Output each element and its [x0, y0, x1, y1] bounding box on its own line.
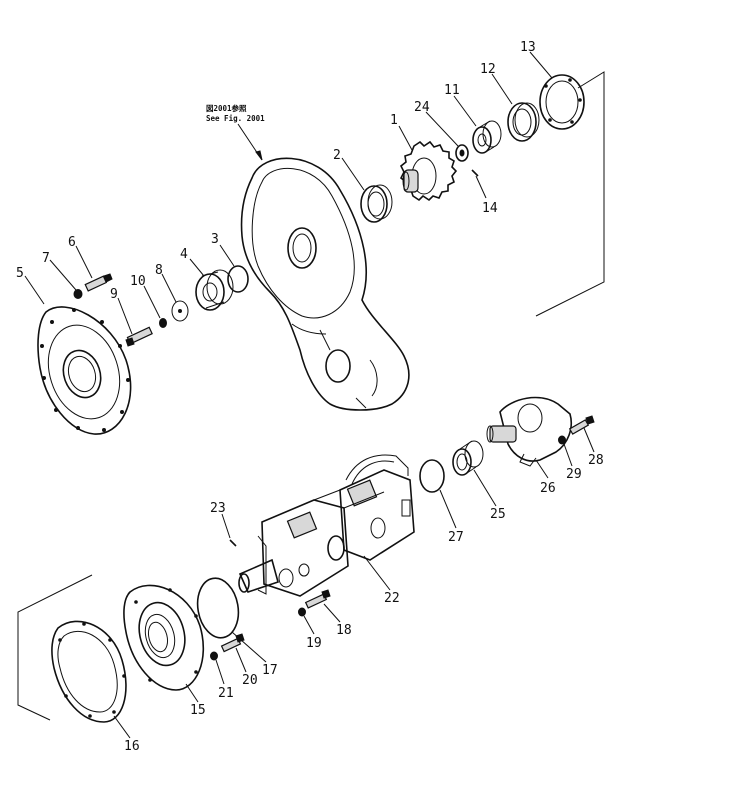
gear-1: [399, 140, 458, 202]
reference-note-line1: 図2001参照: [206, 103, 247, 113]
tandem-pump-22: [238, 454, 415, 597]
callout-15: 15: [190, 703, 206, 718]
o-ring-27: [419, 459, 445, 493]
flange-15: [123, 584, 205, 691]
callout-5: 5: [16, 266, 24, 281]
bolt-18: [304, 589, 331, 609]
callout-2: 2: [333, 148, 341, 163]
washer-29: [558, 435, 566, 445]
callout-17: 17: [262, 663, 278, 678]
callout-16: 16: [124, 739, 140, 754]
gasket-16: [51, 620, 127, 723]
callout-18: 18: [336, 623, 352, 638]
pin-14: [471, 169, 479, 177]
bolt-9: [125, 326, 153, 347]
callout-8: 8: [155, 263, 163, 278]
callout-27: 27: [448, 530, 464, 545]
washer-7: [73, 289, 83, 299]
callout-26: 26: [540, 481, 556, 496]
callout-25: 25: [490, 507, 506, 522]
washer-19: [298, 607, 306, 617]
callout-13: 13: [520, 40, 536, 55]
callout-28: 28: [588, 453, 604, 468]
bearing-11: [472, 120, 502, 154]
bolt-6: [84, 273, 113, 292]
callout-24: 24: [414, 100, 430, 115]
callout-29: 29: [566, 467, 582, 482]
bolt-20: [220, 633, 245, 653]
callout-10: 10: [130, 274, 146, 289]
gear-pump-26: [486, 396, 572, 467]
bearing-4: [195, 269, 234, 311]
callout-12: 12: [480, 62, 496, 77]
washer-10: [159, 318, 167, 328]
assembly-boundary-lines: [17, 71, 605, 721]
o-ring-17: [196, 577, 240, 639]
snap-ring-3: [227, 265, 249, 293]
callout-7: 7: [42, 251, 50, 266]
callout-19: 19: [306, 636, 322, 651]
coupling-25: [452, 440, 484, 476]
nut-24: [455, 144, 469, 162]
plate-8: [171, 300, 189, 322]
gasket-13: [539, 74, 585, 130]
washer-21: [210, 651, 218, 661]
callout-22: 22: [384, 591, 400, 606]
callout-14: 14: [482, 201, 498, 216]
reference-note: 図2001参照 See Fig. 2001: [206, 103, 265, 161]
drive-plate: [37, 306, 132, 435]
callout-23: 23: [210, 501, 226, 516]
callout-21: 21: [218, 686, 234, 701]
gear-housing: [240, 157, 410, 411]
callout-20: 20: [242, 673, 258, 688]
reference-note-line2: See Fig. 2001: [206, 114, 265, 123]
leader-lines: [24, 51, 595, 739]
callout-6: 6: [68, 235, 76, 250]
seal-12: [507, 102, 540, 142]
callout-1: 1: [390, 113, 398, 128]
callout-11: 11: [444, 83, 460, 98]
callout-9: 9: [110, 287, 118, 302]
pin-23: [229, 539, 237, 547]
callout-labels: 1 2 3 4 5 6 7 8 9 10 11 12 13 14 15 16 1…: [16, 40, 604, 754]
bolt-28: [568, 415, 595, 435]
seal-2: [360, 184, 393, 223]
callout-4: 4: [180, 247, 188, 262]
callout-3: 3: [211, 232, 219, 247]
